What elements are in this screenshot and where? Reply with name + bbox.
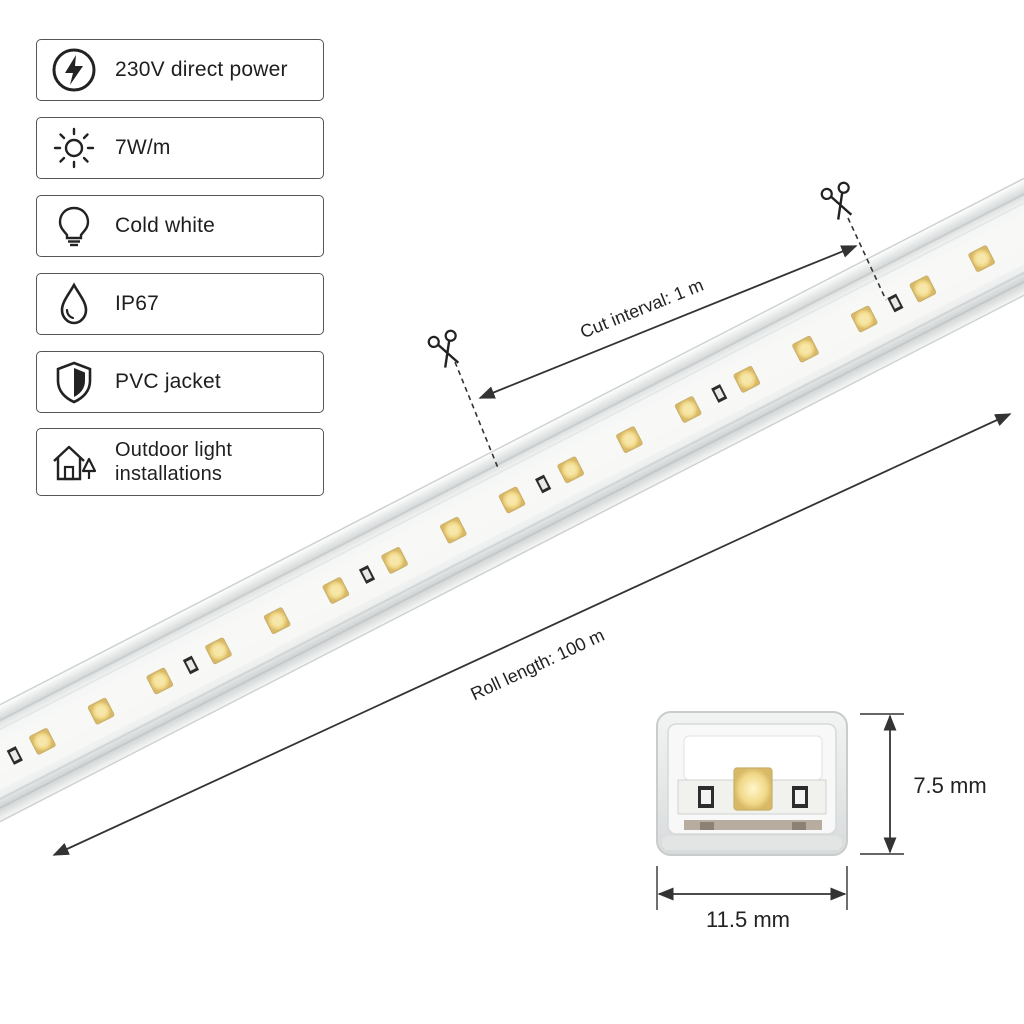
cross-section-led xyxy=(733,767,773,811)
led-core xyxy=(976,253,987,264)
feature-label: PVC jacket xyxy=(115,370,221,393)
shield-icon xyxy=(49,357,99,407)
width-label: 11.5 mm xyxy=(706,907,790,932)
house-tree-icon xyxy=(49,437,99,487)
resistor-face xyxy=(890,297,901,309)
cut-marker-right xyxy=(820,181,887,301)
scissors-icon-left xyxy=(427,329,460,368)
scissors-icon-right xyxy=(820,181,853,220)
feature-label: 230V direct power xyxy=(115,58,288,81)
water-drop-icon xyxy=(49,279,99,329)
feature-jacket: PVC jacket xyxy=(36,351,324,413)
feature-color: Cold white xyxy=(36,195,324,257)
feature-label: 7W/m xyxy=(115,136,171,159)
height-label: 7.5 mm xyxy=(913,773,986,798)
led-core xyxy=(683,404,694,415)
roll-length-label: Roll length: 100 m xyxy=(467,625,607,704)
feature-wattage: 7W/m xyxy=(36,117,324,179)
feature-ip-rating: IP67 xyxy=(36,273,324,335)
lightning-icon xyxy=(49,45,99,95)
led-core xyxy=(37,736,48,747)
light-bulb-icon xyxy=(49,201,99,251)
feature-application: Outdoor light installations xyxy=(36,428,324,496)
feature-label: IP67 xyxy=(115,292,159,315)
cross-section xyxy=(656,711,848,856)
cut-marker-left xyxy=(427,329,499,469)
feature-power: 230V direct power xyxy=(36,39,324,101)
feature-label-line2: installations xyxy=(115,463,223,485)
led-core xyxy=(859,313,870,324)
cut-interval-arrow xyxy=(478,245,858,399)
led-core xyxy=(917,283,928,294)
roll-length-arrow xyxy=(52,413,1012,856)
resistor-face xyxy=(9,749,20,762)
feature-label: Cold white xyxy=(115,214,216,237)
feature-label-line1: Outdoor light xyxy=(115,439,233,461)
sun-icon xyxy=(49,123,99,173)
